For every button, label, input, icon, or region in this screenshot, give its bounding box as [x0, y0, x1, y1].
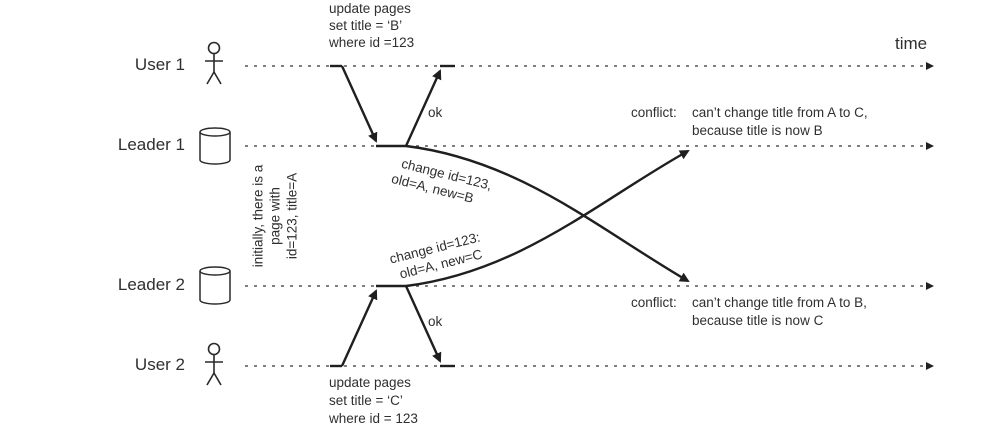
user1-request-line1: update pages [329, 1, 411, 16]
leader1-ok-arrow [404, 69, 442, 147]
actor-label-leader1: Leader 1 [117, 135, 185, 154]
conflict-leader1-line2: because title is now B [692, 123, 823, 138]
user1-request-line3: where id =123 [329, 35, 415, 50]
leader1-ok-label: ok [428, 105, 443, 120]
timeline-arrowheads [926, 62, 934, 370]
leader2-database-icon [199, 266, 231, 305]
replication-l2-to-l1-arrow [405, 149, 690, 288]
user2-request-line1: update pages [329, 375, 411, 390]
user2-write-arrow [340, 289, 378, 367]
user1-interaction [330, 64, 455, 148]
user1-write-arrow [340, 65, 378, 143]
initial-note-line2: page with [267, 187, 283, 245]
user2-request-line3: where id = 123 [329, 411, 418, 426]
conflict-leader2-line2: because title is now C [692, 313, 824, 328]
leader2-ok-arrow [404, 285, 442, 363]
user2-interaction [330, 284, 455, 368]
initial-note-line1: initially, there is a [250, 164, 266, 268]
conflict-leader1-line1: can’t change title from A to C, [692, 105, 868, 120]
user2-person-icon [205, 342, 223, 386]
timelines [245, 65, 926, 367]
conflict-leader2-prefix: conflict: [631, 295, 677, 310]
actor-label-user1: User 1 [134, 55, 185, 74]
actor-label-user2: User 2 [134, 355, 185, 374]
leader1-database-icon [199, 127, 231, 165]
conflict-leader2-line1: can’t change title from A to B, [692, 295, 867, 310]
replication-arrows [405, 144, 690, 288]
leader2-ok-label: ok [428, 314, 443, 329]
initial-state-note-text: initially, there is a page with id=123, … [200, 146, 350, 286]
user1-person-icon [205, 41, 223, 85]
conflict-leader1-prefix: conflict: [631, 105, 677, 120]
time-axis-label: time [895, 34, 928, 53]
initial-note-line3: id=123, title=A [284, 172, 300, 260]
actor-label-leader2: Leader 2 [117, 275, 185, 294]
replication-l1-to-l2-arrow [405, 144, 690, 283]
user1-request-line2: set title = ‘B’ [329, 18, 403, 33]
user2-request-line2: set title = ‘C’ [329, 393, 403, 408]
